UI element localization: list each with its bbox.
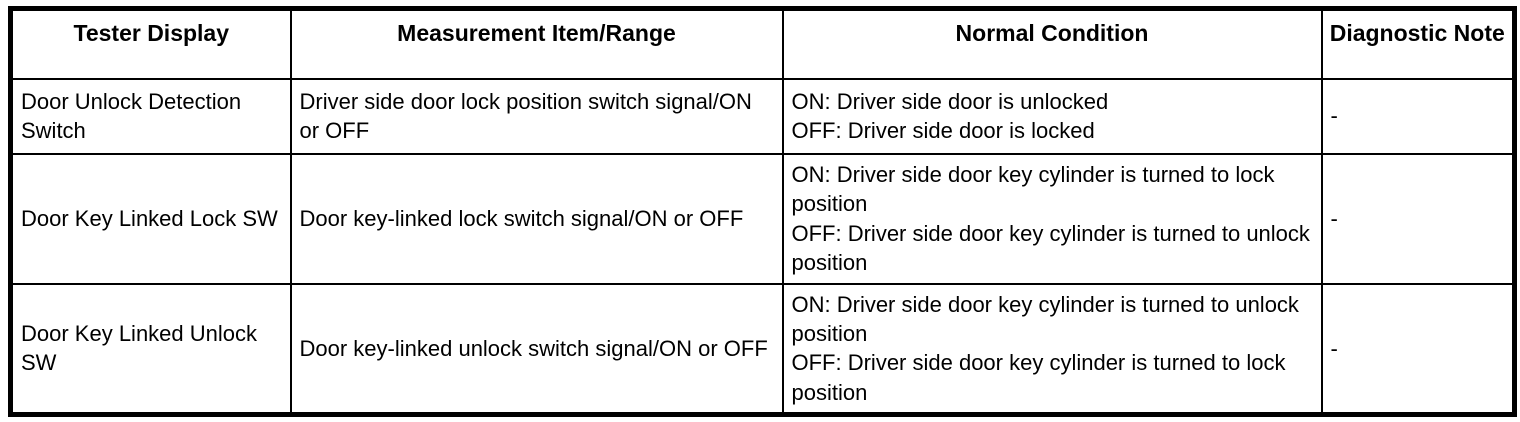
cell-normal-condition: ON: Driver side door key cylinder is tur…	[781, 152, 1323, 285]
cell-diagnostic-note: -	[1320, 77, 1516, 155]
cell-tester-display: Door Key Linked Lock SW	[9, 152, 292, 285]
table-header-row: Tester Display Measurement Item/Range No…	[9, 7, 1516, 80]
diagnostic-data-table: Tester Display Measurement Item/Range No…	[8, 6, 1517, 417]
column-header-diagnostic-note: Diagnostic Note	[1320, 7, 1516, 80]
column-header-tester-display: Tester Display	[9, 7, 292, 80]
normal-condition-off-line: OFF: Driver side door is locked	[791, 118, 1095, 143]
normal-condition-on-line: ON: Driver side door is unlocked	[791, 88, 1109, 114]
normal-condition-off-line: OFF: Driver side door key cylinder is tu…	[791, 220, 1310, 275]
cell-normal-condition: ON: Driver side door key cylinder is tur…	[781, 282, 1323, 416]
cell-diagnostic-note: -	[1320, 282, 1516, 416]
table-row: Door Key Linked Lock SW Door key-linked …	[9, 152, 1516, 285]
cell-measurement-item-range: Door key-linked lock switch signal/ON or…	[289, 152, 784, 285]
cell-tester-display: Door Unlock Detection Switch	[9, 77, 292, 155]
cell-measurement-item-range: Door key-linked unlock switch signal/ON …	[289, 282, 784, 416]
table-row: Door Key Linked Unlock SW Door key-linke…	[9, 282, 1516, 416]
table-row: Door Unlock Detection Switch Driver side…	[9, 77, 1516, 155]
column-header-normal-condition: Normal Condition	[781, 7, 1323, 80]
column-header-measurement-item-range: Measurement Item/Range	[289, 7, 784, 80]
cell-diagnostic-note: -	[1320, 152, 1516, 285]
normal-condition-on-line: ON: Driver side door key cylinder is tur…	[791, 291, 1299, 346]
cell-measurement-item-range: Driver side door lock position switch si…	[289, 77, 784, 155]
normal-condition-off-line: OFF: Driver side door key cylinder is tu…	[791, 350, 1286, 405]
cell-tester-display: Door Key Linked Unlock SW	[9, 282, 292, 416]
normal-condition-on-line: ON: Driver side door key cylinder is tur…	[791, 162, 1275, 217]
cell-normal-condition: ON: Driver side door is unlocked OFF: Dr…	[781, 77, 1323, 155]
